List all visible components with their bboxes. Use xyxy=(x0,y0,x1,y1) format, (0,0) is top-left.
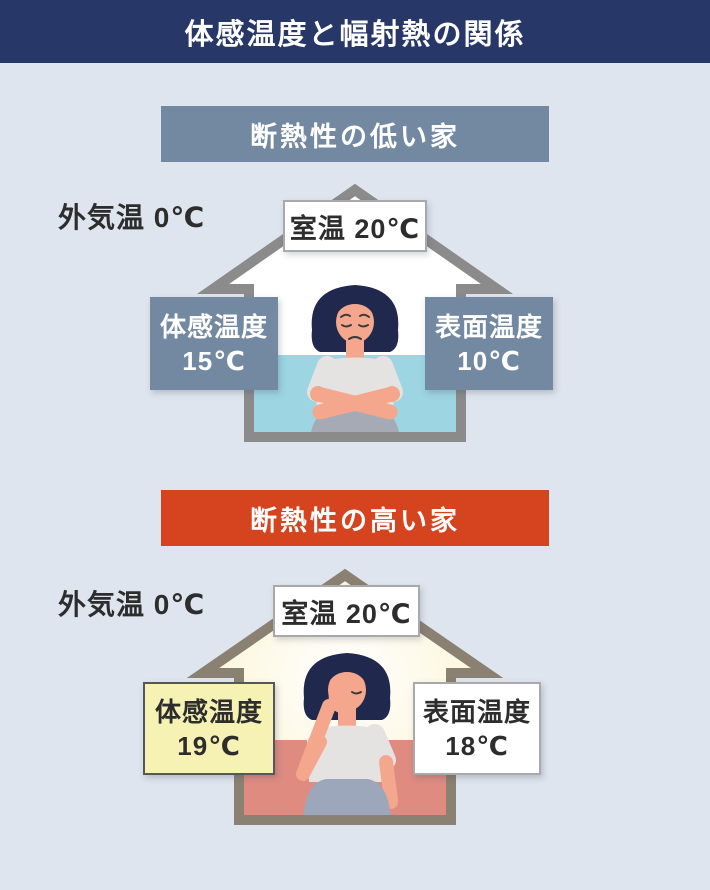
room-temp-badge-high: 室温 20℃ xyxy=(273,585,420,637)
page-title-banner: 体感温度と幅射熱の関係 xyxy=(0,0,710,63)
felt-temp-badge-low: 体感温度 15℃ xyxy=(150,297,278,390)
surface-temp-value-high: 18℃ xyxy=(445,730,509,761)
felt-temp-name-high: 体感温度 xyxy=(154,696,263,727)
outside-temp-low: 外気温 0℃ xyxy=(58,202,206,233)
felt-temp-value-high: 19℃ xyxy=(177,730,241,761)
surface-temp-value-low: 10℃ xyxy=(457,345,521,376)
felt-temp-badge-high: 体感温度 19℃ xyxy=(143,682,275,775)
surface-temp-badge-low: 表面温度 10℃ xyxy=(425,297,553,390)
surface-temp-badge-high: 表面温度 18℃ xyxy=(413,682,541,775)
section-low-banner: 断熱性の低い家 xyxy=(161,106,549,162)
warm-woman-illustration xyxy=(296,653,398,817)
room-temp-badge-low: 室温 20℃ xyxy=(283,200,427,252)
section-high-banner-label: 断熱性の高い家 xyxy=(250,505,460,536)
surface-temp-name-low: 表面温度 xyxy=(434,311,543,342)
section-low-banner-label: 断熱性の低い家 xyxy=(250,121,460,152)
surface-temp-name-high: 表面温度 xyxy=(422,696,531,727)
outside-temp-high: 外気温 0℃ xyxy=(58,589,206,620)
page-title: 体感温度と幅射熱の関係 xyxy=(184,18,526,51)
section-high-banner: 断熱性の高い家 xyxy=(161,490,549,546)
felt-temp-name-low: 体感温度 xyxy=(159,311,268,342)
felt-temp-value-low: 15℃ xyxy=(182,345,246,376)
cold-woman-illustration xyxy=(307,285,403,437)
